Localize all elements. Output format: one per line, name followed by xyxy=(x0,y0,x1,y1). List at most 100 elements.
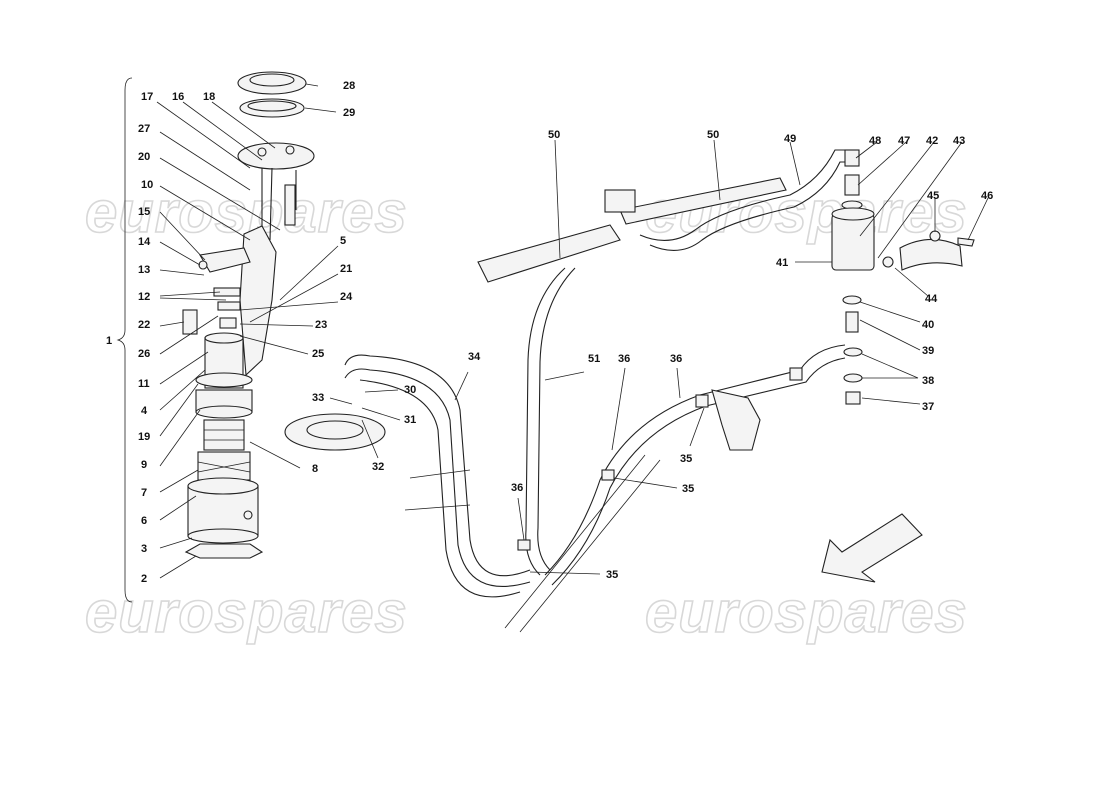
label-21: 21 xyxy=(340,263,352,275)
label-22: 22 xyxy=(138,319,150,331)
sender-22 xyxy=(182,309,198,335)
hose-filter-a xyxy=(544,344,846,576)
union-48 xyxy=(844,149,860,167)
bracket-10 xyxy=(239,225,277,377)
label-13: 13 xyxy=(138,264,150,276)
washer-40 xyxy=(842,295,862,305)
label-8: 8 xyxy=(312,463,318,475)
label-45: 45 xyxy=(927,190,939,202)
strainer-7 xyxy=(197,451,251,481)
label-38: 38 xyxy=(922,375,934,387)
hose-34-inner xyxy=(344,368,531,587)
label-9: 9 xyxy=(141,459,147,471)
label-4: 4 xyxy=(141,405,148,417)
watermark-bottom-right: eurospares xyxy=(645,580,968,645)
screw-44 xyxy=(882,256,894,268)
float-pipes xyxy=(261,167,297,241)
tank-plate-inner xyxy=(306,420,364,440)
rail-50-right xyxy=(619,177,787,225)
label-35-mid: 35 xyxy=(682,483,694,495)
ring-nut-28-inner xyxy=(249,73,295,87)
union-39 xyxy=(845,311,859,333)
label-31: 31 xyxy=(404,414,416,426)
label-35-bottom: 35 xyxy=(606,569,618,581)
label-48: 48 xyxy=(869,135,881,147)
clamp-bracket-43 xyxy=(899,238,963,271)
label-17: 17 xyxy=(141,91,153,103)
hose-49-b xyxy=(649,161,850,251)
clamp-35-bottom xyxy=(517,539,531,551)
label-20: 20 xyxy=(138,151,150,163)
label-37: 37 xyxy=(922,401,934,413)
flange-port-right xyxy=(285,145,295,155)
fitting-47 xyxy=(844,174,860,196)
label-18: 18 xyxy=(203,91,215,103)
label-34: 34 xyxy=(468,351,481,363)
label-5: 5 xyxy=(340,235,346,247)
washer-38-b xyxy=(843,373,863,383)
leader-lines xyxy=(156,83,989,579)
filter-8 xyxy=(203,419,245,451)
label-28: 28 xyxy=(343,80,355,92)
floor-strip xyxy=(504,454,661,633)
label-43: 43 xyxy=(953,135,965,147)
clamp-35-top xyxy=(695,394,709,408)
label-35-top: 35 xyxy=(680,453,692,465)
fuel-rail xyxy=(477,149,860,283)
fuel-filter-assembly xyxy=(831,174,975,405)
fuel-pump-assembly xyxy=(182,71,386,559)
watermark-bottom-left: eurospares xyxy=(85,580,408,645)
label-7: 7 xyxy=(141,487,147,499)
label-25: 25 xyxy=(312,348,324,360)
reference-lines xyxy=(404,469,471,511)
label-42: 42 xyxy=(926,135,938,147)
fuel-lines xyxy=(344,267,846,633)
label-44: 44 xyxy=(925,293,938,305)
flange-port-left xyxy=(257,147,267,157)
banjo-37 xyxy=(845,391,861,405)
rail-50-left xyxy=(477,224,621,283)
hose-51-b xyxy=(537,267,576,571)
hose-51-a xyxy=(525,267,566,576)
label-36-right: 36 xyxy=(670,353,682,365)
label-1: 1 xyxy=(106,335,112,347)
label-41: 41 xyxy=(776,257,788,269)
label-23: 23 xyxy=(315,319,327,331)
washer-38-a xyxy=(843,347,863,357)
canister-clip xyxy=(243,510,253,520)
cradle-2 xyxy=(184,543,264,559)
hose-49 xyxy=(639,149,850,241)
label-46: 46 xyxy=(981,190,993,202)
part-labels: 1 2 3 4 5 6 7 8 9 10 11 12 13 14 15 16 1… xyxy=(106,80,993,585)
watermarks: eurospares eurospares eurospares eurospa… xyxy=(84,179,968,646)
label-27: 27 xyxy=(138,123,150,135)
fuel-filter-41 xyxy=(831,213,875,271)
label-14: 14 xyxy=(138,236,151,248)
flange-18 xyxy=(237,142,315,170)
label-36-bottom: 36 xyxy=(511,482,523,494)
float-tube-20 xyxy=(284,184,296,226)
sleeve-9-base xyxy=(195,405,253,419)
label-50-right: 50 xyxy=(707,129,719,141)
assembly-1-brace xyxy=(116,77,133,603)
filter-top xyxy=(831,207,875,221)
label-32: 32 xyxy=(372,461,384,473)
label-36-left: 36 xyxy=(618,353,630,365)
label-19: 19 xyxy=(138,431,150,443)
label-6: 6 xyxy=(141,515,147,527)
clamp-35-mid xyxy=(601,469,615,481)
filter-ribs xyxy=(204,429,244,441)
label-2: 2 xyxy=(141,573,147,585)
label-51: 51 xyxy=(588,353,600,365)
nut-45 xyxy=(929,230,941,242)
gasket-29-inner xyxy=(247,100,297,112)
label-30: 30 xyxy=(404,384,416,396)
label-15: 15 xyxy=(138,206,150,218)
washer-23 xyxy=(219,317,237,329)
hose-34-return xyxy=(359,379,521,598)
label-11: 11 xyxy=(138,378,150,390)
mounting-bracket xyxy=(711,389,761,451)
canister-6-top xyxy=(187,477,259,495)
strainer-mesh xyxy=(197,461,251,473)
